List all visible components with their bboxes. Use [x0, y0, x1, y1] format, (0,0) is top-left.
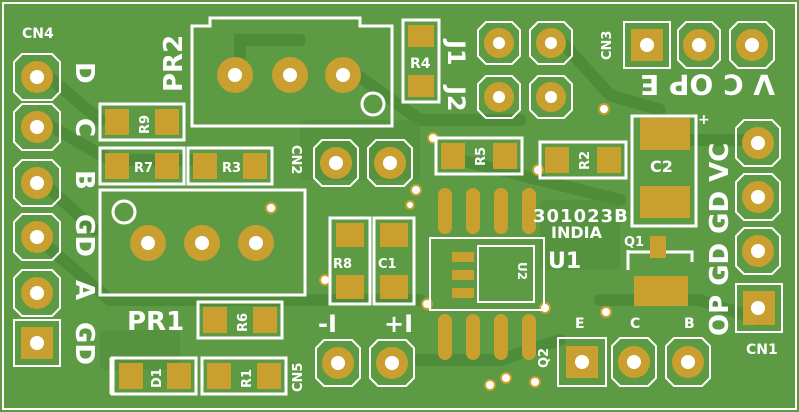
pin-label-c: C	[630, 316, 640, 332]
j1-j2-jumpers: J1 J2	[442, 21, 573, 119]
d1-label: D1	[150, 368, 165, 388]
cn4-pin-label-b: B	[69, 170, 99, 190]
r7-resistor: R7	[98, 146, 186, 186]
r9-resistor: R9	[98, 102, 186, 142]
r9-label: R9	[138, 115, 153, 134]
q1-label: Q1	[624, 235, 644, 250]
cn5-plus-label: +I	[384, 310, 413, 338]
cn3-header: CN3 V C OP E	[600, 21, 775, 101]
cn1-label: CN1	[746, 342, 778, 358]
r6-resistor: R6	[196, 300, 284, 340]
r8-resistor: R8	[328, 216, 372, 306]
vias	[265, 103, 612, 391]
r8-label: R8	[333, 257, 352, 272]
c1-label: C1	[378, 257, 397, 272]
cn5-header: -I +I CN5	[291, 310, 415, 392]
r2-resistor: R2	[538, 140, 628, 180]
pin-label-b: B	[684, 316, 695, 332]
r4-label: R4	[410, 56, 431, 72]
q1-transistor: Q1	[624, 235, 694, 306]
cn4-pin-label-a: A	[69, 280, 99, 300]
j1-label: J1	[442, 38, 470, 66]
cn4-pin-label-c: C	[69, 118, 99, 137]
d1-diode: D1	[109, 356, 198, 396]
c2-label: C2	[650, 157, 673, 176]
c2-polarity-mark: +	[698, 112, 710, 128]
u1-ic: U1	[429, 188, 581, 360]
cn1-pin-labels: OP GD GD VC	[705, 143, 735, 336]
q2-label: Q2	[537, 348, 552, 368]
pr2-potentiometer: PR2	[159, 16, 394, 128]
pin-label-e: E	[575, 316, 585, 332]
cn2-header: CN2	[288, 139, 413, 187]
r6-label: R6	[236, 313, 251, 332]
copper-traces	[34, 34, 766, 366]
cn4-pin-label-gd1: GD	[69, 214, 99, 257]
u2-ic: U2	[452, 245, 535, 303]
r5-label: R5	[474, 147, 489, 166]
pr2-label: PR2	[159, 35, 189, 92]
cn3-label: CN3	[600, 31, 615, 60]
r1-label: R1	[240, 369, 255, 388]
cn5-minus-label: -I	[318, 310, 337, 338]
q2-header: Q2 E C B	[537, 316, 711, 387]
pr1-label: PR1	[127, 307, 184, 337]
cn4-pin-label-gd2: GD	[69, 322, 99, 365]
u1-label: U1	[548, 249, 581, 274]
cn1-header: CN1 OP GD GD VC	[705, 119, 783, 358]
cn2-label: CN2	[288, 145, 303, 174]
c2-capacitor: C2 +	[630, 112, 710, 228]
cn4-label: CN4	[22, 26, 54, 42]
pr1-potentiometer: PR1	[98, 188, 307, 337]
u2-label: U2	[515, 262, 529, 280]
cn3-pin-labels: V C OP E	[640, 68, 775, 101]
r5-resistor: R5	[434, 136, 524, 176]
r1-resistor: R1	[200, 356, 288, 396]
c1-capacitor: C1	[372, 216, 416, 306]
r4-resistor: R4	[401, 18, 441, 104]
r3-label: R3	[222, 161, 241, 176]
r7-label: R7	[134, 161, 153, 176]
cn4-header: CN4 D C B GD A GD	[13, 26, 99, 367]
country-mark: INDIA	[551, 223, 603, 242]
part-number: 301023B	[533, 206, 629, 227]
j2-label: J2	[442, 84, 470, 112]
r3-resistor: R3	[186, 146, 274, 186]
cn5-label: CN5	[291, 363, 306, 392]
r2-label: R2	[578, 151, 593, 170]
cn4-pin-label-d: D	[69, 62, 99, 84]
